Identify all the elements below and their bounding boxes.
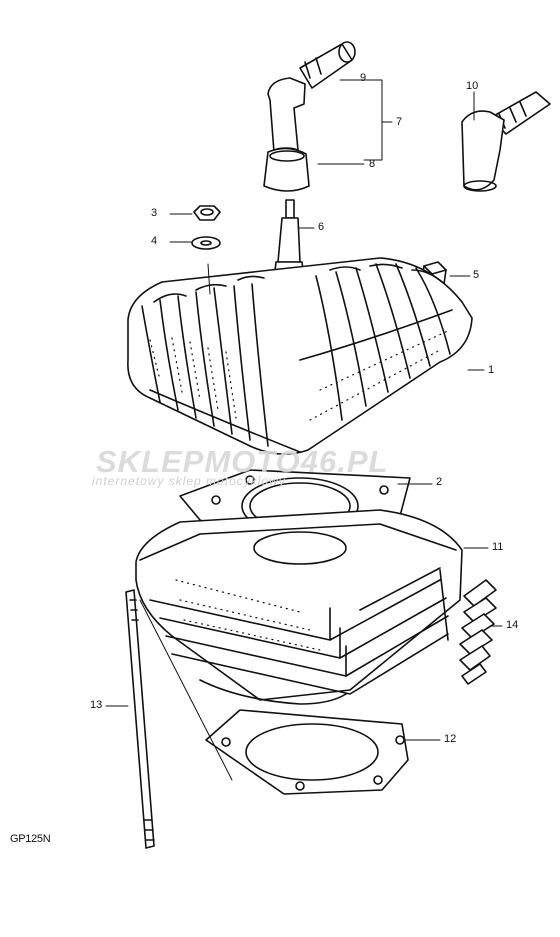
callout-1: 1	[488, 364, 495, 376]
model-label: GP125N	[10, 833, 51, 845]
watermark-brand: SKLEPMOTO46.PL	[96, 444, 389, 479]
watermark-tagline: internetowy sklep motocyklowy	[92, 474, 286, 488]
callout-7: 7	[396, 116, 403, 128]
nut	[193, 205, 221, 221]
cylinder-head	[127, 257, 473, 455]
callout-9: 9	[360, 72, 367, 84]
callout-8: 8	[369, 158, 376, 170]
cylinder-barrel	[135, 509, 463, 705]
callout-3: 3	[151, 207, 158, 219]
washer	[191, 236, 221, 250]
spark-plug-cap-assembly	[263, 41, 356, 192]
callout-14: 14	[506, 619, 519, 631]
callout-5: 5	[473, 269, 480, 281]
callout-13: 13	[90, 699, 103, 711]
cylinder-damper-rubbers	[459, 579, 497, 685]
callout-12: 12	[444, 733, 457, 745]
callout-4: 4	[151, 235, 158, 247]
leader-lines	[105, 79, 503, 781]
callout-10: 10	[466, 80, 479, 92]
callout-2: 2	[436, 476, 443, 488]
stud-bolt	[125, 589, 155, 849]
base-gasket	[205, 709, 409, 795]
plug-cap-alternate	[461, 91, 551, 192]
callout-6: 6	[318, 221, 325, 233]
callout-11: 11	[492, 541, 504, 553]
